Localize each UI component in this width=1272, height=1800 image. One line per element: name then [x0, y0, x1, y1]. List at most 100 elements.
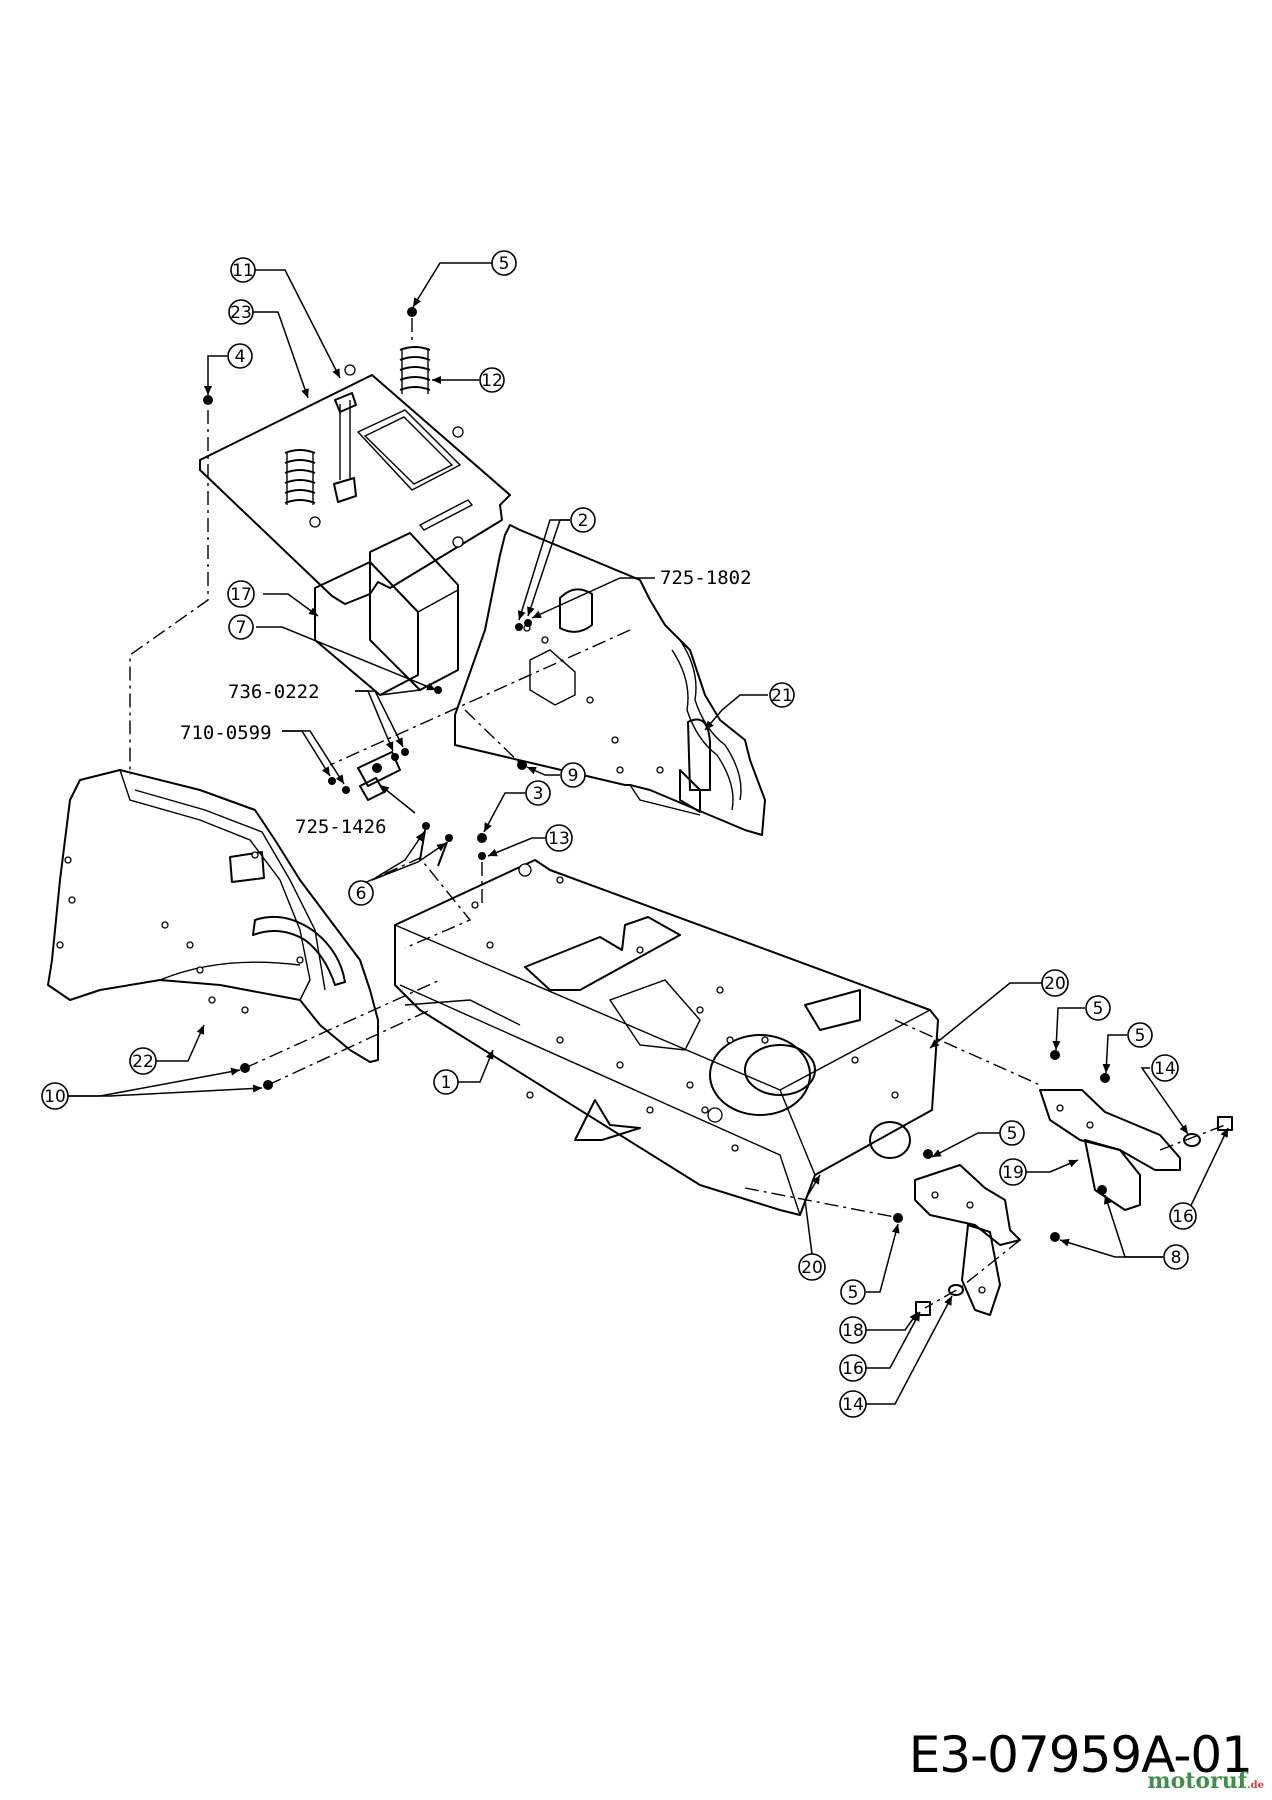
bolt-16-upper: [1217, 1116, 1233, 1131]
axis-seat-to-fender: [129, 410, 209, 775]
svg-text:16: 16: [1172, 1207, 1194, 1227]
svg-text:5: 5: [1007, 1124, 1018, 1144]
callout-4: 4: [227, 343, 253, 369]
axis-frame-to-bracket: [894, 1019, 1041, 1086]
part-number-725-1426: 725-1426: [295, 816, 387, 838]
axis-bracket-upper: [1159, 1124, 1226, 1151]
bolt-3: [477, 833, 487, 843]
svg-text:12: 12: [481, 371, 503, 391]
svg-text:20: 20: [801, 1258, 823, 1278]
axis-bolts-6: [359, 857, 472, 949]
svg-text:11: 11: [232, 261, 254, 281]
svg-text:2: 2: [578, 511, 589, 531]
washer-13: [478, 852, 486, 860]
callout-1: 1: [433, 1069, 459, 1095]
svg-text:13: 13: [548, 829, 570, 849]
callout-5-lower: 5: [840, 1279, 866, 1305]
svg-text:5: 5: [1093, 999, 1104, 1019]
drawing-code: E3-07959A-01: [908, 1726, 1253, 1784]
callout-21: 21: [769, 682, 795, 708]
bolt-5-bracket: [1100, 1073, 1110, 1083]
axis-fender-to-frame-a: [244, 979, 441, 1069]
svg-text:14: 14: [1154, 1059, 1176, 1079]
callout-20-right: 20: [1041, 969, 1069, 997]
callout-5-top: 5: [491, 250, 517, 276]
callout-17: 17: [227, 580, 255, 608]
bolts-6: [419, 822, 453, 867]
callout-16-lower: 16: [839, 1354, 867, 1382]
right-side-panel: [454, 524, 766, 836]
callout-16-upper: 16: [1169, 1202, 1197, 1230]
svg-text:3: 3: [533, 784, 544, 804]
left-fender: [47, 769, 379, 1063]
svg-text:5: 5: [1135, 1026, 1146, 1046]
nut-8a: [1097, 1185, 1107, 1195]
nut-5-frame: [923, 1149, 933, 1159]
callout-12: 12: [479, 367, 505, 393]
washer-14-lower: [948, 1284, 964, 1296]
nut-8b: [1050, 1232, 1060, 1242]
seat-plate: [199, 364, 511, 605]
svg-text:17: 17: [230, 585, 252, 605]
part-number-736-0222: 736-0222: [228, 681, 320, 703]
seat-spring-right: [399, 346, 431, 394]
part-number-710-0599: 710-0599: [180, 722, 272, 744]
callout-5-bracket-a: 5: [1085, 995, 1111, 1021]
washer-14-upper: [1183, 1133, 1201, 1147]
callout-14-lower: 14: [839, 1390, 867, 1418]
svg-text:23: 23: [230, 303, 252, 323]
axis-panel-to-box: [329, 629, 631, 766]
seat-spring-left: [284, 449, 316, 505]
svg-text:19: 19: [1002, 1163, 1024, 1183]
svg-text:1: 1: [441, 1073, 452, 1093]
callout-8: 8: [1163, 1244, 1189, 1270]
screw-2a: [515, 623, 523, 631]
svg-text:5: 5: [499, 254, 510, 274]
front-bracket-lower: [914, 1164, 1021, 1316]
svg-text:10: 10: [44, 1087, 66, 1107]
callout-10: 10: [41, 1082, 69, 1110]
axis-nut-9: [464, 709, 523, 766]
svg-text:8: 8: [1171, 1248, 1182, 1268]
watermark-text: motoruf: [1147, 1768, 1248, 1794]
svg-text:18: 18: [842, 1321, 864, 1341]
callout-9: 9: [560, 762, 586, 788]
callout-7: 7: [228, 614, 254, 640]
axis-fender-to-frame-b: [267, 1009, 431, 1086]
svg-text:4: 4: [235, 347, 246, 367]
leader-lines: [68, 262, 1229, 1405]
seat-switch: [328, 748, 409, 801]
svg-text:22: 22: [132, 1052, 154, 1072]
part-number-725-1802: 725-1802: [660, 567, 752, 589]
callout-3: 3: [525, 780, 551, 806]
battery-tray: [314, 532, 459, 696]
svg-text:21: 21: [771, 686, 793, 706]
bolt-16-lower: [915, 1301, 931, 1316]
svg-text:5: 5: [848, 1283, 859, 1303]
svg-text:16: 16: [842, 1359, 864, 1379]
callout-20-left: 20: [798, 1253, 826, 1281]
screw-2b: [524, 619, 532, 627]
axis-frame-left: [744, 1187, 901, 1219]
nut-5-upper: [1050, 1050, 1060, 1060]
callout-22: 22: [129, 1047, 157, 1075]
callout-18: 18: [839, 1316, 867, 1344]
svg-text:6: 6: [356, 884, 367, 904]
callout-5-bracket-b: 5: [1127, 1022, 1153, 1048]
watermark-suffix: .de: [1247, 1780, 1264, 1791]
nut-4: [203, 395, 213, 405]
svg-text:14: 14: [842, 1395, 864, 1415]
callout-13: 13: [545, 824, 573, 852]
callout-11: 11: [230, 257, 256, 283]
axis-bracket-lower: [924, 1239, 1021, 1309]
callout-5-frame: 5: [999, 1120, 1025, 1146]
callout-23: 23: [228, 299, 254, 325]
svg-text:7: 7: [236, 618, 247, 638]
callout-14-upper: 14: [1151, 1054, 1179, 1082]
callout-2: 2: [570, 507, 596, 533]
main-frame: [394, 859, 939, 1216]
svg-text:20: 20: [1044, 974, 1066, 994]
callout-6: 6: [348, 880, 374, 906]
svg-text:9: 9: [568, 766, 579, 786]
